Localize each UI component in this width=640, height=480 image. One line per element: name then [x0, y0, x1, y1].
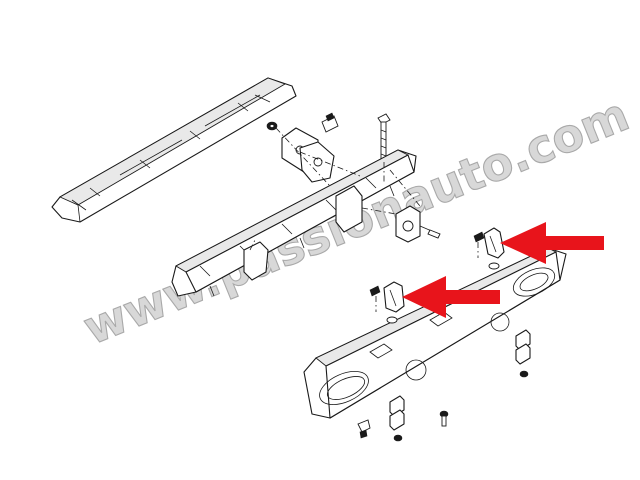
callout-arrow-left [402, 276, 500, 318]
clip-fastener-right [515, 329, 531, 378]
assembly-guide-lines [249, 127, 421, 251]
mounting-bracket-plate [281, 127, 335, 183]
beam-end-bracket [395, 205, 441, 243]
screw-fastener-left [357, 419, 371, 439]
upper-rail-part [51, 77, 297, 223]
bumper-reinforcement-beam [171, 149, 417, 297]
long-bolt-part [377, 113, 391, 163]
bolt-fastener-middle [439, 410, 449, 427]
clip-fastener-middle [389, 395, 405, 442]
left-bumper-bracket [369, 281, 405, 324]
right-bumper-bracket [473, 227, 505, 270]
callout-arrow-right [500, 222, 604, 264]
screw-clip-part [321, 112, 339, 133]
nut-part [266, 121, 278, 131]
